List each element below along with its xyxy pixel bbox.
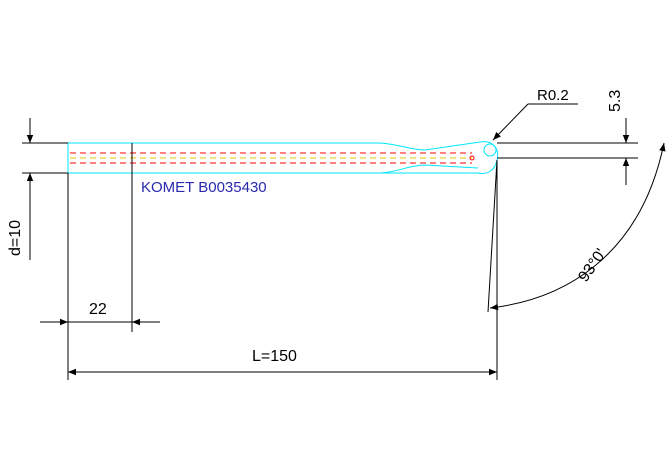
tool-insert-circle bbox=[483, 143, 497, 157]
radius-leader-arrow bbox=[492, 103, 529, 141]
angle-label: 93°0' bbox=[575, 246, 610, 285]
shank-length-label: 22 bbox=[89, 301, 107, 318]
tool-neck bbox=[377, 164, 479, 174]
diameter-label: d=10 bbox=[7, 220, 24, 256]
center-lines bbox=[70, 152, 475, 164]
tip-marker bbox=[469, 155, 475, 161]
offset-label: 5.3 bbox=[607, 90, 624, 112]
part-label: KOMET B0035430 bbox=[141, 179, 267, 196]
length-label: L=150 bbox=[252, 348, 297, 365]
angle-arc bbox=[489, 142, 666, 311]
dimension-lines bbox=[22, 103, 666, 380]
radius-label: R0.2 bbox=[537, 87, 569, 104]
angle-ext-line bbox=[487, 159, 498, 313]
